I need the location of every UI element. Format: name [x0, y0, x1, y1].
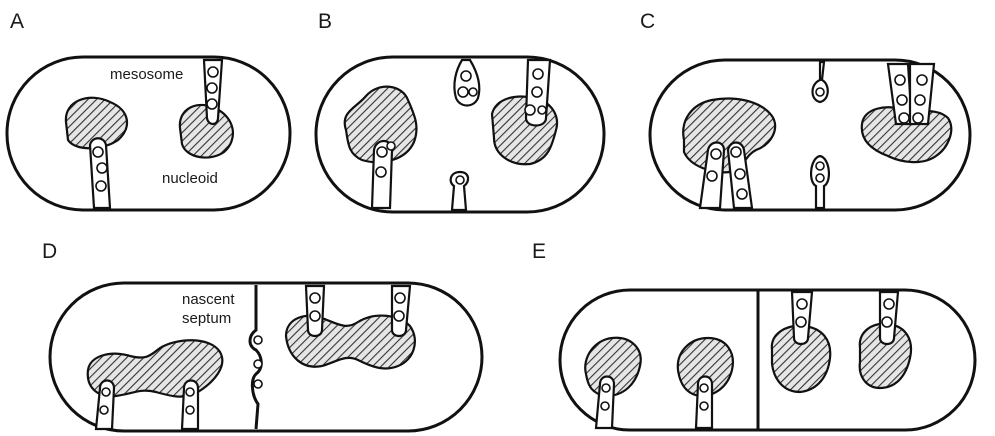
mesosome-vesicle [93, 147, 103, 157]
panel-c: C [640, 10, 970, 210]
mesosome-vesicle [895, 75, 905, 85]
mesosome-vesicle [601, 402, 609, 410]
mesosome-vesicle [387, 142, 395, 150]
mesosome-vesicle [100, 406, 108, 414]
mesosome-vesicle [469, 88, 477, 96]
mesosome-vesicle [456, 176, 464, 184]
nascent-septum-label-line1: nascent [182, 291, 235, 308]
mesosome-vesicle [797, 299, 807, 309]
mesosome-vesicle [377, 147, 387, 157]
mesosome-vesicle [186, 388, 194, 396]
mesosome-vesicle [96, 181, 106, 191]
panel-label-c: C [640, 10, 655, 33]
mesosome-vesicle [207, 99, 217, 109]
mesosome-vesicle [915, 95, 925, 105]
mesosome-vesicle [533, 69, 543, 79]
mesosome-vesicle [711, 149, 721, 159]
mesosome-vesicle [731, 147, 741, 157]
mesosome-vesicle [186, 406, 194, 414]
panel-d: D nascent septum [42, 240, 482, 431]
panel-label-e: E [532, 240, 546, 263]
mesosome-vesicle [525, 105, 535, 115]
mesosome-vesicle [707, 171, 717, 181]
mesosome-vesicle [208, 67, 218, 77]
septum-vesicle [254, 380, 262, 388]
mesosome-vesicle [97, 163, 107, 173]
mesosome-vesicle [461, 71, 471, 81]
panel-label-b: B [318, 10, 332, 33]
septum-vesicle [254, 360, 262, 368]
mesosome-vesicle [376, 167, 386, 177]
mesosome-vesicle [310, 311, 320, 321]
mesosome-vesicle [700, 402, 708, 410]
mesosome-vesicle [796, 317, 806, 327]
panel-e: E [532, 240, 975, 430]
mesosome-vesicle [700, 384, 708, 392]
mesosome-vesicle [602, 384, 610, 392]
mesosome-vesicle [899, 113, 909, 123]
mesosome-vesicle [538, 106, 546, 114]
mesosome-vesicle [458, 87, 468, 97]
nascent-septum-label-line2: septum [182, 310, 231, 327]
mesosome-vesicle [882, 317, 892, 327]
panel-label-a: A [10, 10, 24, 33]
mesosome-vesicle [816, 162, 824, 170]
mesosome-vesicle [917, 75, 927, 85]
mesosome-vesicle [395, 293, 405, 303]
mesosome-label: mesosome [110, 66, 183, 83]
mesosome-vesicle [816, 174, 824, 182]
mesosome-vesicle [737, 189, 747, 199]
mesosome-vesicle [735, 169, 745, 179]
mesosome-vesicle [207, 83, 217, 93]
septum-vesicle [254, 336, 262, 344]
panel-a: A mesosome nucleoid [7, 10, 290, 210]
mesosome-vesicle [102, 388, 110, 396]
panel-label-d: D [42, 240, 57, 263]
mesosome-vesicle [897, 95, 907, 105]
mesosome-vesicle [913, 113, 923, 123]
mesosome-vesicle [884, 299, 894, 309]
mesosome-vesicle [310, 293, 320, 303]
mesosome-vesicle [816, 88, 824, 96]
panel-b: B [316, 10, 604, 212]
nucleoid-label: nucleoid [162, 170, 218, 187]
mesosome-vesicle [394, 311, 404, 321]
mesosome-vesicle [532, 87, 542, 97]
